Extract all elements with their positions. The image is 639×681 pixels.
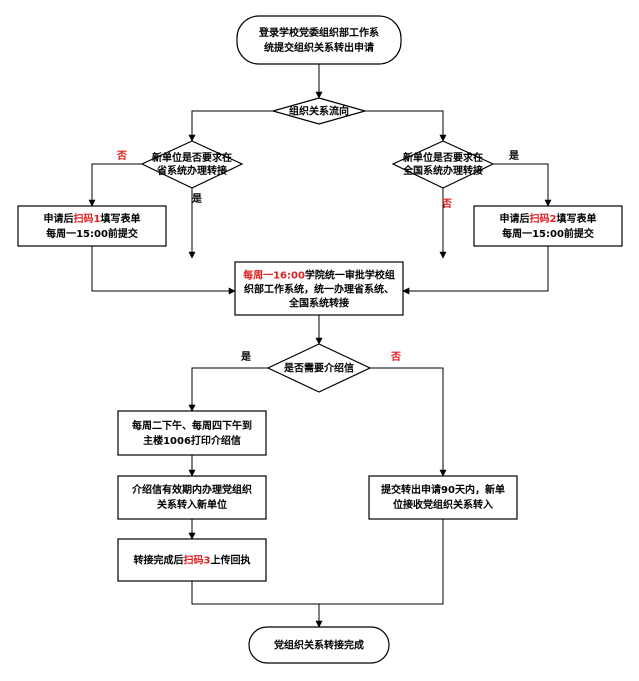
print-letter-label: 每周二下午、每周四下午到主楼1006打印介绍信 — [132, 419, 252, 447]
upload-line-0-run-1: 扫码3 — [184, 554, 211, 567]
right-decision-no-label: 否 — [441, 198, 452, 210]
letter-no-label: 否 — [390, 351, 401, 363]
node-labels: 登录学校党委组织部工作系统提交组织关系转出申请 组织关系流向 新单位是否要求在省… — [44, 26, 597, 652]
print_letter-line-1-run-0: 主楼1006打印介绍信 — [143, 434, 241, 447]
right-form-box — [473, 205, 623, 247]
edge-flow-to-right-decision — [365, 110, 447, 142]
upload-line-0-run-0: 转接完成后 — [134, 554, 184, 567]
letter-yes-label: 是 — [240, 351, 251, 363]
left-form-box-label: 申请后扫码1填写表单每周一15:00前提交 — [44, 212, 141, 240]
right_box-line-0-run-1: 扫码2 — [530, 212, 557, 225]
edge-letter-no — [370, 367, 447, 477]
upload-line-0-run-2: 上传回执 — [210, 554, 250, 567]
left-decision-no-label: 否 — [116, 150, 127, 162]
left_dec-line-1-run-0: 省系统办理转接 — [156, 164, 227, 177]
start-terminal-label: 登录学校党委组织部工作系统提交组织关系转出申请 — [258, 26, 379, 54]
review-box — [234, 261, 404, 316]
edge-labels: 否 是 是 否 是 否 — [116, 150, 519, 363]
valid_letter-line-0-run-0: 介绍信有效期内办理党组织 — [131, 483, 252, 496]
start-terminal — [236, 15, 402, 65]
left-form-box — [17, 205, 167, 247]
review-box-label: 每周一16:00学院统一审批学校组织部工作系统，统一办理省系统、全国系统转接 — [243, 269, 395, 310]
right_box-line-0-run-0: 申请后 — [500, 212, 530, 225]
upload-receipt-box — [117, 538, 267, 582]
left-province-decision — [140, 140, 244, 189]
review-line-2-run-0: 全国系统转接 — [288, 297, 349, 310]
right-national-decision — [391, 140, 495, 189]
end-terminal — [248, 626, 390, 664]
direct-line-1-run-0: 位接收党组织关系转入 — [393, 498, 493, 511]
direct-line-0-run-0: 提交转出申请90天内，新单 — [381, 483, 505, 496]
letter-needed-label: 是否需要介绍信 — [283, 362, 354, 375]
valid-letter-box — [117, 475, 267, 520]
flow-line-0-run-0: 组织关系流向 — [289, 105, 349, 118]
left-province-decision-label: 新单位是否要求在省系统办理转接 — [152, 151, 232, 177]
left_dec-line-0-run-0: 新单位是否要求在 — [152, 151, 232, 164]
print-letter-box — [117, 410, 267, 456]
upload-receipt-label: 转接完成后扫码3上传回执 — [134, 554, 251, 567]
edge-right-box-to-review — [402, 246, 549, 295]
letter_dec-line-0-run-0: 是否需要介绍信 — [283, 362, 354, 375]
right-form-box-label: 申请后扫码2填写表单每周一15:00前提交 — [500, 212, 597, 240]
left_box-line-0-run-0: 申请后 — [44, 212, 74, 225]
edge-left-decision-no — [88, 163, 142, 207]
right_dec-line-0-run-0: 新单位是否要求在 — [403, 151, 483, 164]
right-national-decision-label: 新单位是否要求在全国系统办理转接 — [402, 151, 483, 177]
edge-upload-merge — [191, 519, 444, 605]
edges — [88, 64, 552, 628]
review-line-0-run-0: 每周一16:00 — [243, 269, 305, 282]
review-line-1-run-0: 织部工作系统，统一办理省系统、 — [244, 283, 394, 296]
shapes — [17, 15, 623, 664]
valid-letter-label: 介绍信有效期内办理党组织关系转入新单位 — [131, 483, 252, 511]
edge-letter-yes — [188, 367, 268, 412]
review-line-0-run-1: 学院统一审批学校组 — [305, 269, 395, 282]
valid_letter-line-1-run-0: 关系转入新单位 — [157, 498, 227, 511]
flow-direction-label: 组织关系流向 — [289, 105, 349, 118]
right-decision-yes-label: 是 — [508, 150, 519, 162]
start-line-0-run-0: 登录学校党委组织部工作系 — [258, 26, 379, 39]
edge-flow-to-left-decision — [188, 110, 273, 142]
edge-left-box-to-review — [91, 246, 236, 295]
letter-needed-decision — [266, 343, 372, 393]
left_box-line-0-run-2: 填写表单 — [100, 212, 140, 225]
left-decision-yes-label: 是 — [191, 193, 202, 205]
end-line-0-run-0: 党组织关系转接完成 — [274, 639, 364, 652]
right_dec-line-1-run-0: 全国系统办理转接 — [402, 164, 483, 177]
edge-right-decision-yes — [493, 163, 552, 207]
flow-direction-decision — [270, 97, 368, 125]
end-terminal-label: 党组织关系转接完成 — [274, 639, 364, 652]
start-line-1-run-0: 统提交组织关系转出申请 — [264, 41, 374, 54]
direct-transfer-label: 提交转出申请90天内，新单位接收党组织关系转入 — [381, 483, 505, 511]
left_box-line-1-run-0: 每周一15:00前提交 — [46, 227, 138, 240]
print_letter-line-0-run-0: 每周二下午、每周四下午到 — [132, 419, 252, 432]
right_box-line-1-run-0: 每周一15:00前提交 — [502, 227, 594, 240]
right_box-line-0-run-2: 填写表单 — [556, 212, 596, 225]
direct-transfer-box — [368, 475, 518, 520]
left_box-line-0-run-1: 扫码1 — [74, 212, 101, 225]
